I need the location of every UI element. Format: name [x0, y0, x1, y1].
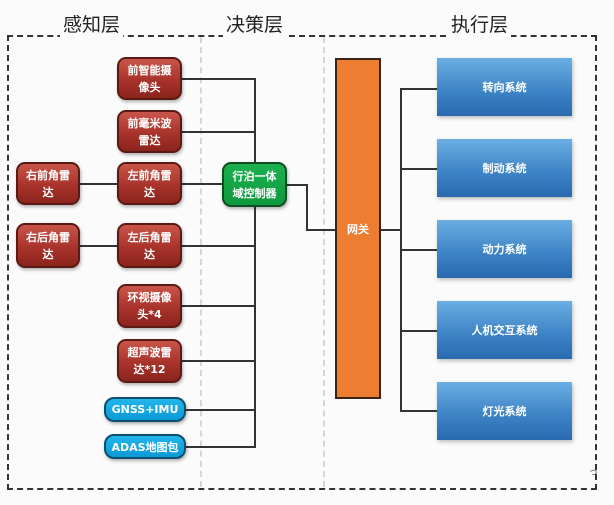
column-divider-decision-execution — [323, 37, 325, 487]
sensor-front-smart-camera[interactable]: 前智能摄像头 — [117, 57, 182, 100]
sensor-left-rear-corner-radar[interactable]: 左后角雷达 — [117, 223, 182, 268]
input-gnss-imu[interactable]: GNSS+IMU — [104, 397, 186, 422]
sensor-right-front-corner-radar[interactable]: 右前角雷达 — [16, 162, 80, 205]
header-decision: 决策层 — [223, 12, 287, 38]
outer-dashed-frame — [7, 35, 597, 490]
connector-gnss-imu — [186, 409, 255, 411]
column-divider-perception-decision — [200, 37, 202, 487]
connector-surround-camera — [182, 305, 255, 307]
sensor-left-front-corner-radar[interactable]: 左前角雷达 — [117, 162, 182, 205]
connector-front-camera — [182, 78, 255, 80]
exec-lighting-system[interactable]: 灯光系统 — [437, 382, 572, 440]
connector-hmi — [400, 330, 437, 332]
connector-front-radar — [182, 131, 255, 133]
gateway[interactable]: 网关 — [335, 58, 381, 399]
sensor-right-rear-corner-radar[interactable]: 右后角雷达 — [16, 223, 80, 268]
connector-lighting — [400, 410, 437, 412]
connector-left-rear-radar — [182, 245, 255, 247]
connector-steering — [400, 88, 437, 90]
sensor-surround-camera[interactable]: 环视摄像头*4 — [117, 284, 182, 328]
header-execution: 执行层 — [448, 12, 512, 38]
exec-steering-system[interactable]: 转向系统 — [437, 58, 572, 116]
connector-gateway-exec — [380, 229, 401, 231]
sensor-ultrasonic-radar[interactable]: 超声波雷达*12 — [117, 339, 182, 383]
connector-controller-out — [286, 184, 307, 186]
connector-powertrain — [400, 249, 437, 251]
connector-adas-map — [186, 446, 255, 448]
sensor-front-mmwave-radar[interactable]: 前毫米波雷达 — [117, 110, 182, 153]
input-adas-map[interactable]: ADAS地图包 — [104, 434, 186, 459]
connector-braking — [400, 168, 437, 170]
connector-ultrasonic-radar — [182, 360, 255, 362]
exec-braking-system[interactable]: 制动系统 — [437, 139, 572, 197]
domain-controller[interactable]: 行泊一体域控制器 — [222, 162, 287, 207]
exec-hmi-system[interactable]: 人机交互系统 — [437, 301, 572, 359]
connector-left-front-radar — [182, 183, 222, 185]
connector-right-front-radar — [80, 183, 117, 185]
header-perception: 感知层 — [60, 12, 124, 38]
connector-controller-drop — [306, 184, 308, 230]
exec-powertrain-system[interactable]: 动力系统 — [437, 220, 572, 278]
perception-bus-line — [254, 78, 256, 448]
connector-controller-gateway — [306, 229, 336, 231]
connector-right-rear-radar — [80, 245, 117, 247]
watermark-glyph: づ — [589, 468, 598, 476]
